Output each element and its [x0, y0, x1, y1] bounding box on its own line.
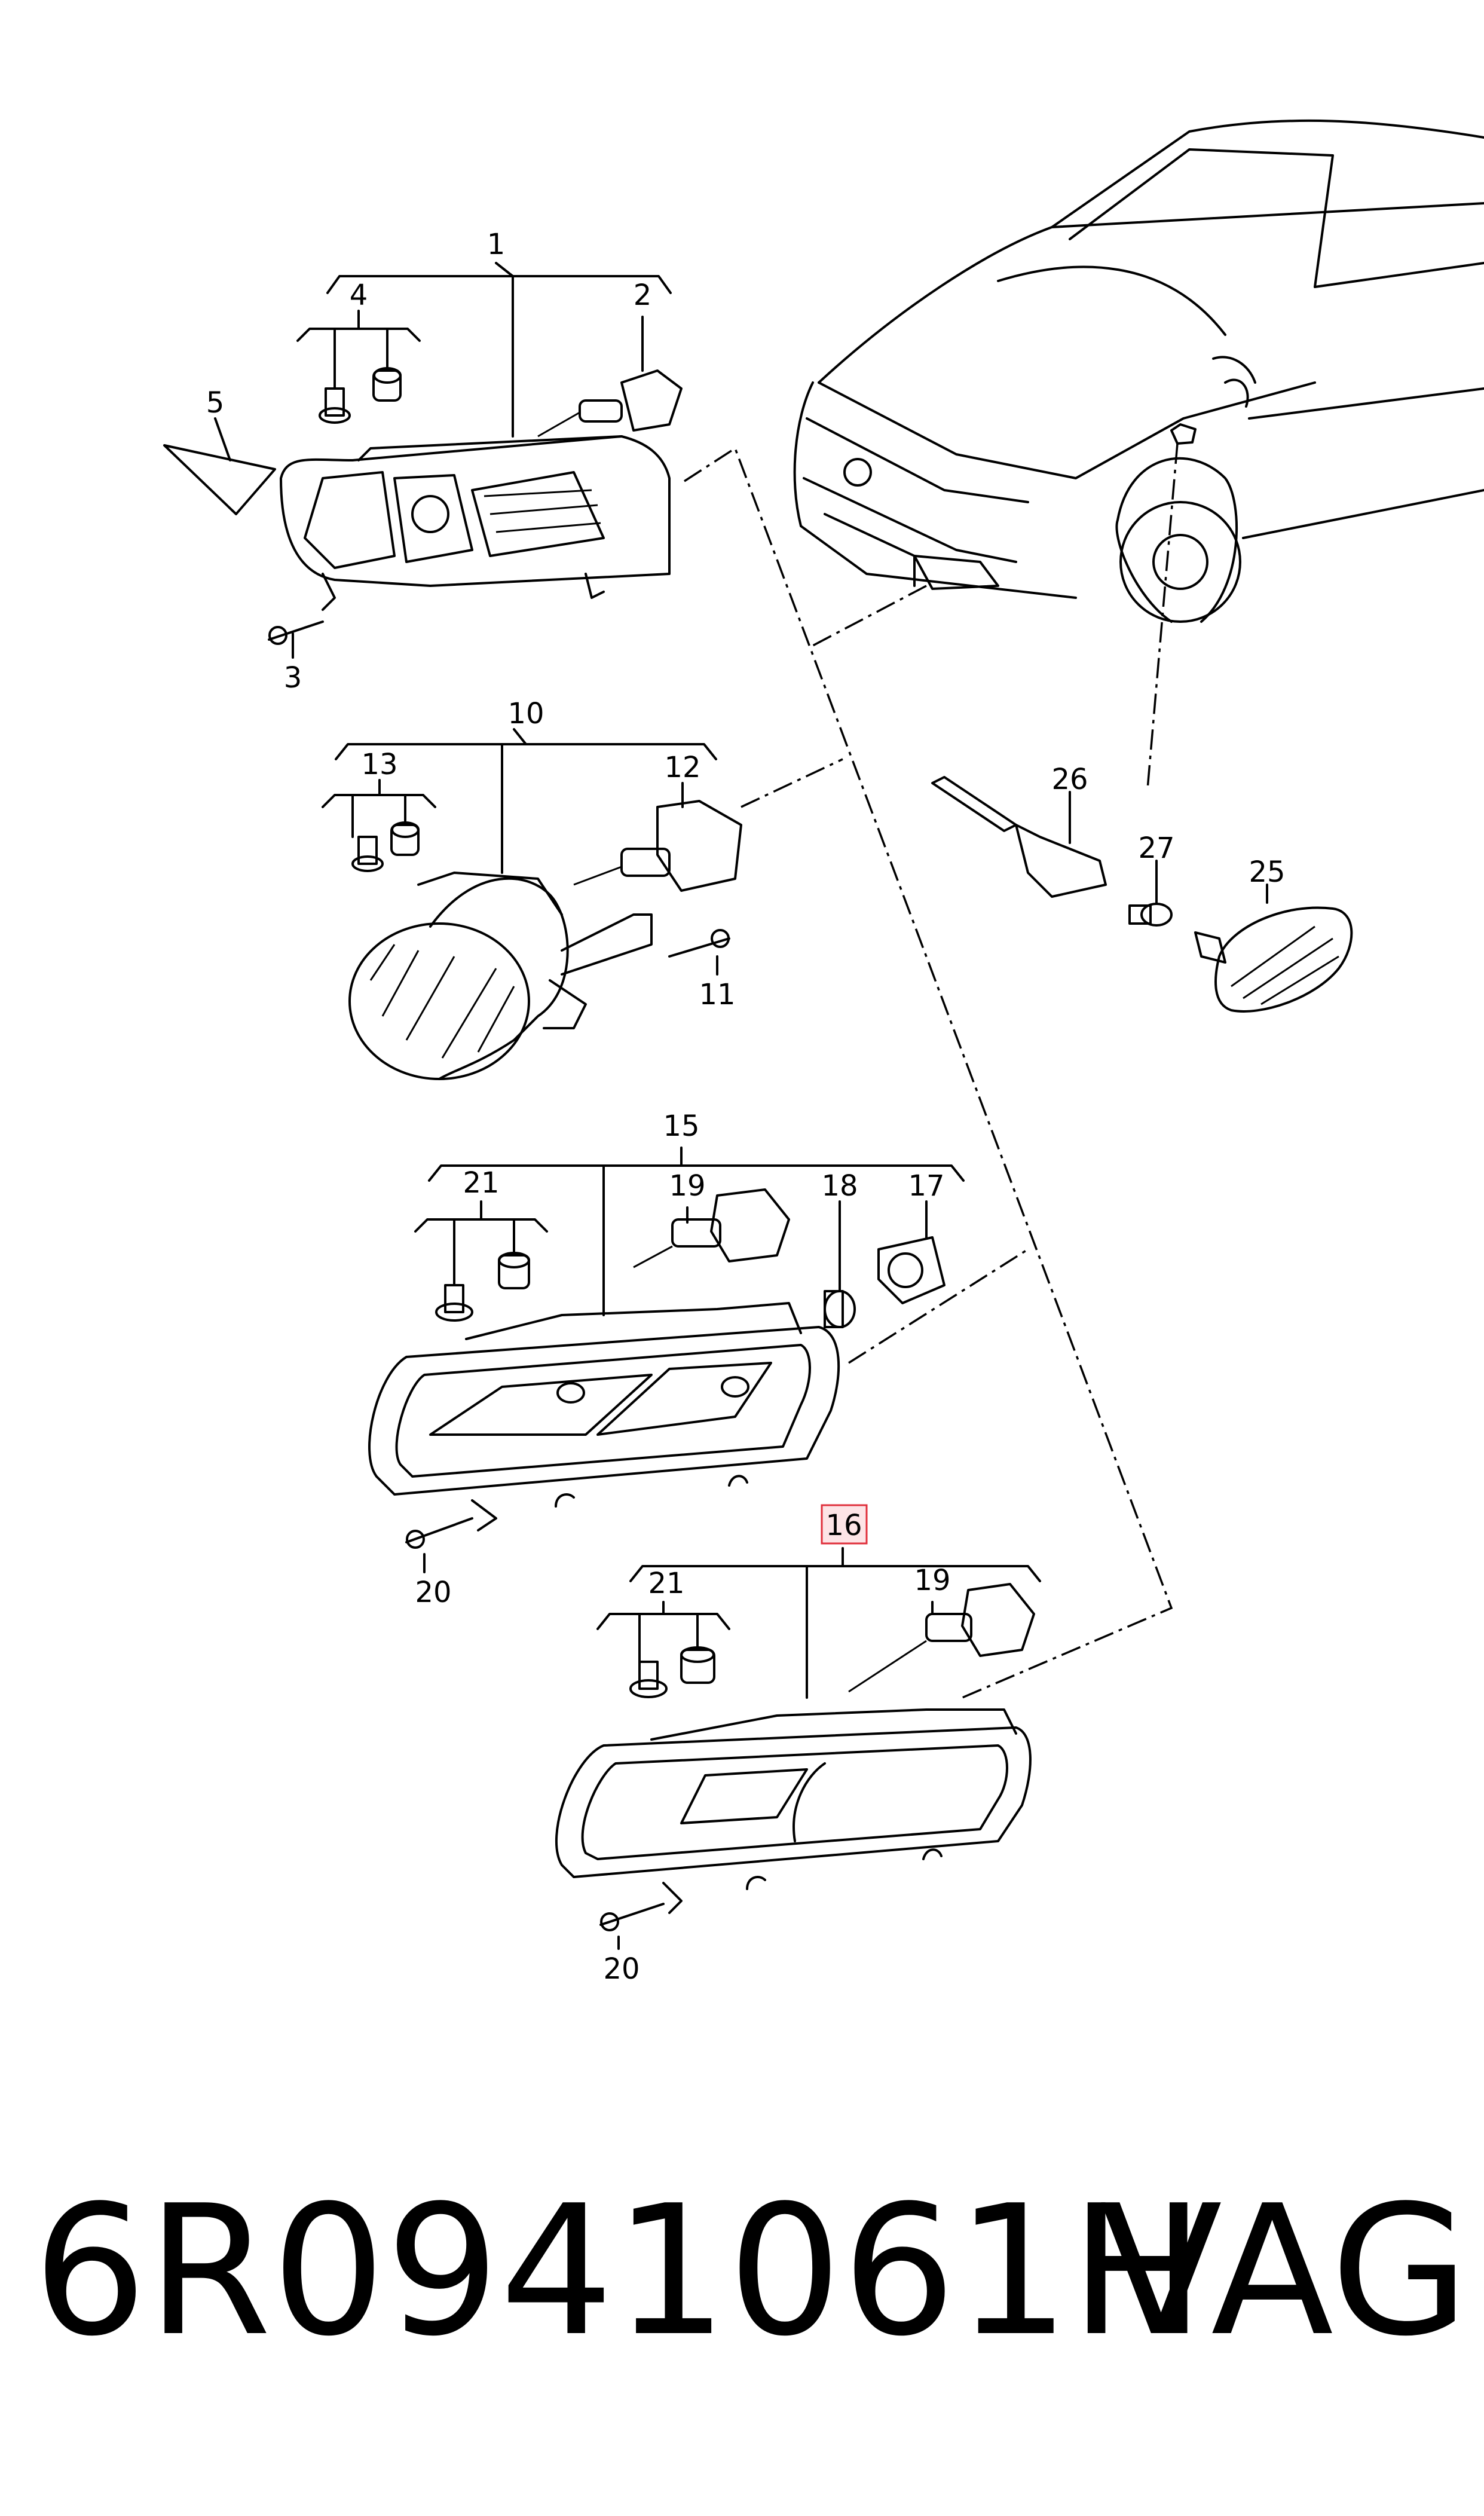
fog-lamp-screw-and-bush[interactable]: [351, 821, 420, 872]
drl-bulb-socket[interactable]: [877, 1236, 946, 1304]
callout-20-upper: 20: [415, 1576, 451, 1609]
side-marker-bulb-socket[interactable]: [931, 776, 1107, 898]
car-fog-light-recess: [913, 555, 999, 590]
callout-21-upper: 21: [463, 1166, 499, 1200]
side-marker-bulb[interactable]: [1128, 903, 1173, 927]
part-number: 6R0941061H: [33, 2167, 1205, 2376]
callout-25: 25: [1249, 855, 1285, 889]
callout-3: 3: [284, 661, 302, 695]
headlight-screw-and-bush[interactable]: [319, 367, 402, 424]
callout-13: 13: [361, 748, 397, 781]
headlight-bulb[interactable]: [537, 369, 683, 438]
callout-27: 27: [1138, 831, 1174, 865]
callout-2: 2: [634, 279, 652, 312]
grille-16-fog-bulb[interactable]: [848, 1583, 1035, 1693]
trim-cover[interactable]: [163, 444, 276, 515]
fog-light-grille-with-drl[interactable]: [368, 1302, 840, 1531]
fog-lamp-assembly[interactable]: [348, 872, 653, 1080]
callout-5: 5: [206, 386, 225, 420]
callout-15: 15: [663, 1109, 699, 1143]
fog-lamp-bulb[interactable]: [573, 800, 742, 892]
fog-light-grille[interactable]: [555, 1708, 1032, 1914]
grille-fog-bulb[interactable]: [633, 1188, 790, 1268]
callout-19-lower: 19: [914, 1564, 950, 1597]
grille-mount-screw[interactable]: [405, 1517, 473, 1549]
side-marker-location: [1170, 423, 1197, 445]
drl-bulb[interactable]: [824, 1290, 856, 1328]
callout-16-highlight: [821, 1504, 868, 1545]
headlight-assembly[interactable]: [280, 435, 671, 611]
callout-11: 11: [699, 978, 735, 1011]
grille-16-mount-screw[interactable]: [599, 1903, 665, 1931]
car-illustration: [793, 119, 1484, 623]
grille-screw-and-bush[interactable]: [435, 1252, 530, 1322]
callout-17: 17: [908, 1169, 944, 1203]
grille-16-screw-and-bush[interactable]: [629, 1646, 715, 1698]
callout-18: 18: [821, 1169, 858, 1203]
callout-12: 12: [664, 751, 700, 784]
side-marker-lamp[interactable]: [1194, 906, 1353, 1013]
callout-19-upper: 19: [669, 1169, 705, 1203]
callout-21-lower: 21: [648, 1567, 684, 1600]
callout-20-lower: 20: [603, 1952, 640, 1986]
callout-4: 4: [350, 279, 368, 312]
callout-16: 16: [825, 1509, 862, 1542]
headlight-mount-screw[interactable]: [268, 620, 324, 645]
callout-10: 10: [507, 697, 544, 730]
brand-label: VAG: [1100, 2167, 1470, 2376]
callout-26: 26: [1051, 763, 1088, 796]
callout-1: 1: [487, 228, 506, 261]
fog-lamp-screw[interactable]: [668, 929, 730, 958]
